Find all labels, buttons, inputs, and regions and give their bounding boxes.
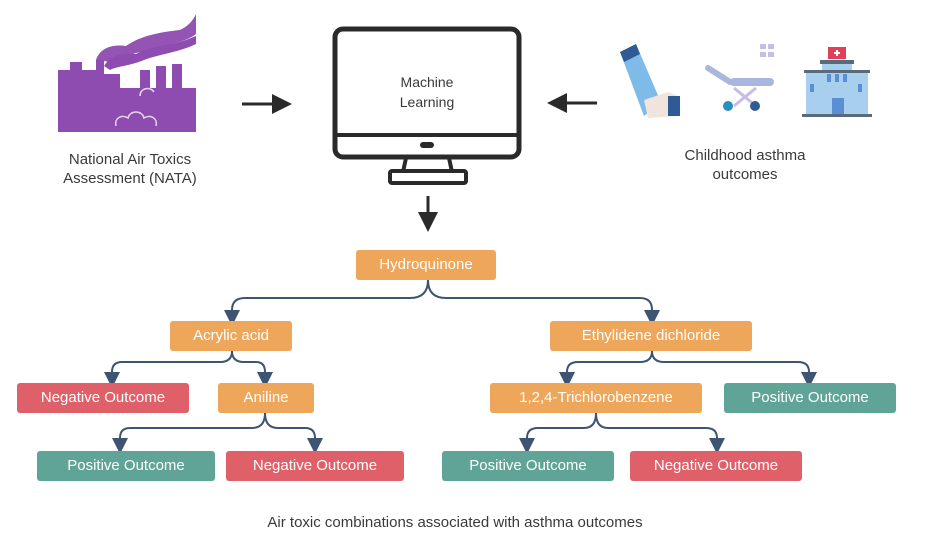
node-negative-outcome: Negative Outcome (17, 383, 189, 413)
nata-label-line1: National Air Toxics (68, 151, 192, 168)
edge-root-right (427, 279, 660, 326)
arrow-nata-to-ml (242, 94, 292, 114)
edge-acrylic-aniline (231, 350, 273, 388)
arrow-asthma-to-ml (547, 93, 597, 113)
edge-ethyl-tcb (559, 350, 653, 388)
caption: Air toxic combinations associated with a… (267, 514, 643, 531)
asthma-label-line1: Childhood asthma (684, 147, 806, 164)
node-ethylidene-dichloride: Ethylidene dichloride (550, 321, 752, 351)
edge-tcb-pos (519, 412, 597, 454)
node-negative-outcome: Negative Outcome (630, 451, 802, 481)
node-positive-outcome: Positive Outcome (724, 383, 896, 413)
node-acrylic-acid: Acrylic acid (170, 321, 292, 351)
ml-label: Machine Learning (355, 72, 499, 112)
node-positive-outcome: Positive Outcome (442, 451, 614, 481)
edge-aniline-pos (112, 412, 266, 454)
node-aniline: Aniline (218, 383, 314, 413)
node-negative-outcome: Negative Outcome (226, 451, 404, 481)
ml-label-line2: Learning (399, 94, 455, 110)
node-positive-outcome: Positive Outcome (37, 451, 215, 481)
edge-root-left (224, 279, 429, 326)
edge-tcb-neg (595, 412, 725, 454)
asthma-label: Childhood asthma outcomes (655, 146, 835, 184)
asthma-label-line2: outcomes (712, 166, 778, 183)
node-trichlorobenzene: 1,2,4-Trichlorobenzene (490, 383, 702, 413)
ml-label-line1: Machine (400, 74, 454, 90)
nata-label-line2: Assessment (NATA) (63, 170, 197, 187)
edge-ethyl-pos (651, 350, 817, 388)
arrow-ml-to-tree (418, 196, 438, 232)
edge-acrylic-neg (104, 350, 233, 388)
nata-label: National Air Toxics Assessment (NATA) (40, 150, 220, 188)
edge-aniline-neg (264, 412, 323, 454)
node-hydroquinone: Hydroquinone (356, 250, 496, 280)
